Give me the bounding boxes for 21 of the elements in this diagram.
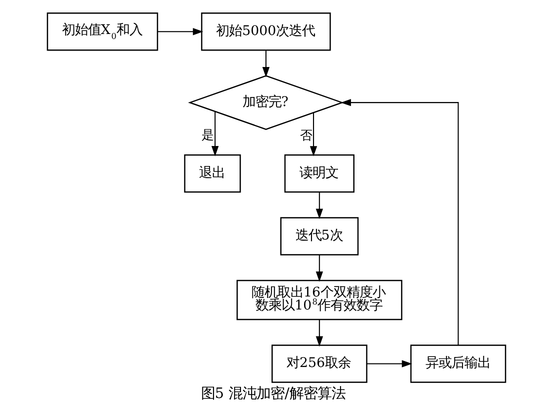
node-box: 对256取余 — [271, 344, 367, 382]
node-box: 初始5000次迭代 — [200, 12, 330, 50]
node-box: 初始值X$_{0}$和入 — [46, 12, 158, 50]
arrow — [366, 360, 412, 367]
caption: 图5 混沌加密/解密算法 — [200, 385, 345, 402]
node-box: 退出 — [184, 154, 240, 192]
arrow — [315, 254, 323, 282]
arrow — [315, 319, 323, 346]
arrow — [309, 112, 317, 156]
edge-label: 是 — [201, 127, 214, 142]
node-box: 读明文 — [284, 154, 354, 192]
arrow — [210, 111, 218, 156]
node-diamond: 加密完? — [188, 74, 344, 130]
arrow — [315, 192, 323, 218]
node-box: 迭代5次 — [280, 216, 358, 255]
arrow — [340, 98, 458, 344]
arrow — [262, 50, 270, 77]
node-box: 随机取出16个双精度小数乘以10$^{8}$作有效数字 — [236, 279, 402, 320]
edge-label: 否 — [300, 128, 312, 142]
node-box: 异或后输出 — [410, 344, 506, 382]
arrow — [157, 28, 203, 35]
